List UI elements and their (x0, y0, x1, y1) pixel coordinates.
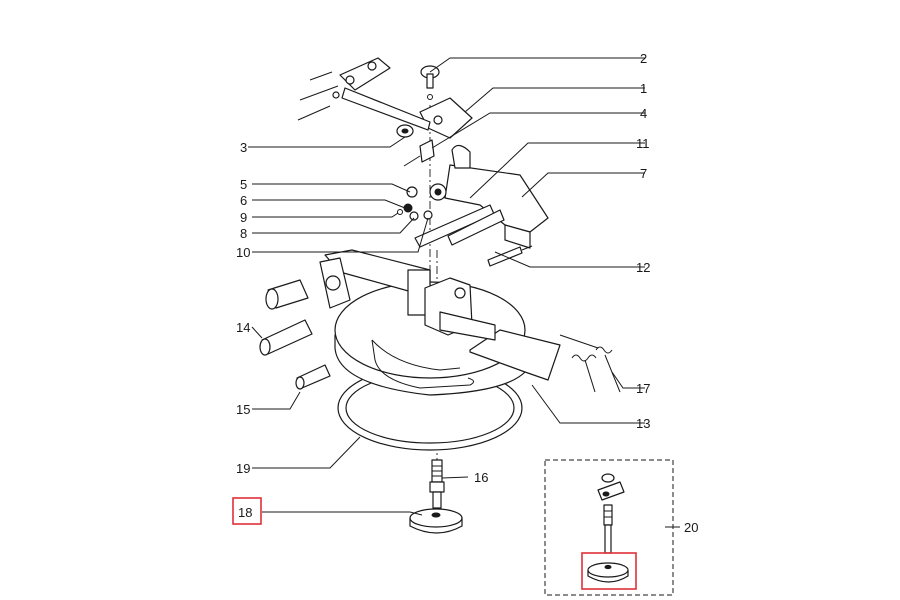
label-12: 12 (636, 260, 650, 275)
inset-highlight-box (581, 552, 637, 590)
part-15-pin (295, 364, 331, 390)
part-13-base-plate (334, 281, 561, 396)
cross-shaft (414, 204, 505, 248)
part-4-pin (403, 139, 435, 167)
label-19: 19 (236, 461, 250, 476)
label-4: 4 (640, 106, 647, 121)
part-7-arm (444, 144, 549, 249)
label-3: 3 (240, 140, 247, 155)
part-16-screw (429, 459, 445, 509)
central-bracket (319, 249, 496, 341)
part-14-sleeve (259, 279, 313, 356)
label-17: 17 (636, 381, 650, 396)
label-5: 5 (240, 177, 247, 192)
top-link (297, 57, 431, 131)
part-1-block (419, 97, 473, 139)
leader-lines (248, 57, 680, 528)
label-8: 8 (240, 226, 247, 241)
label-16: 16 (474, 470, 488, 485)
label-10: 10 (236, 245, 250, 260)
label-9: 9 (240, 210, 247, 225)
part-12-pin (487, 245, 533, 267)
label-13: 13 (636, 416, 650, 431)
label-11: 11 (636, 136, 650, 151)
part-17-springs (559, 334, 621, 393)
label-7: 7 (640, 166, 647, 181)
label-18: 18 (238, 505, 252, 520)
label-6: 6 (240, 193, 247, 208)
small-fasteners (397, 183, 447, 221)
label-14: 14 (236, 320, 250, 335)
label-15: 15 (236, 402, 250, 417)
label-2: 2 (640, 51, 647, 66)
part-18-foot (409, 508, 463, 534)
label-1: 1 (640, 81, 647, 96)
label-20: 20 (684, 520, 698, 535)
inset-part-20 (544, 459, 674, 596)
label-18-highlight-box (232, 497, 262, 525)
part-2-knob (420, 65, 440, 100)
part-3-bushing (396, 124, 414, 138)
